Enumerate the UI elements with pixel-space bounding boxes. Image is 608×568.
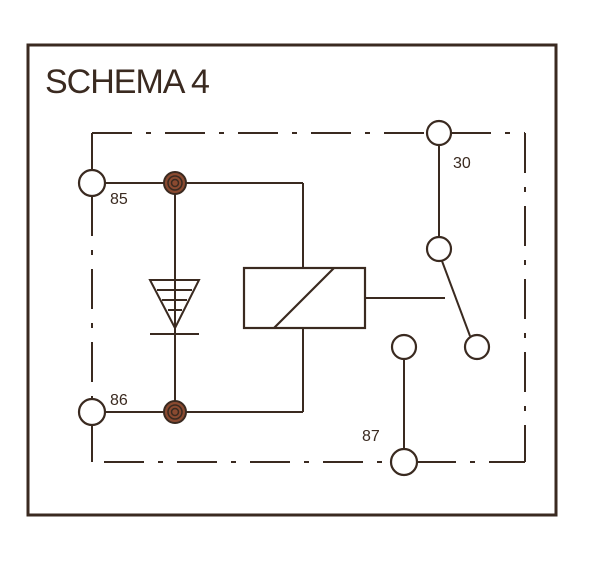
label-85: 85	[110, 191, 128, 208]
switch-wiring	[403, 145, 471, 449]
relay-coil	[242, 266, 367, 330]
housing-boundary	[91, 132, 526, 463]
diagram-title: SCHEMA 4	[45, 63, 209, 101]
diode-symbol	[148, 279, 201, 335]
switch-open-contact	[463, 333, 491, 361]
terminal-87-contact	[390, 333, 418, 361]
terminal-30	[425, 119, 453, 147]
terminal-87	[389, 447, 419, 477]
terminal-86	[77, 397, 107, 427]
switch-common-contact	[425, 235, 453, 263]
label-86: 86	[110, 392, 128, 409]
diagram-frame	[26, 43, 558, 517]
terminal-85	[77, 168, 107, 198]
label-30: 30	[453, 155, 471, 172]
label-87: 87	[362, 428, 380, 445]
junction-bottom	[163, 400, 187, 424]
junction-top	[163, 171, 187, 195]
